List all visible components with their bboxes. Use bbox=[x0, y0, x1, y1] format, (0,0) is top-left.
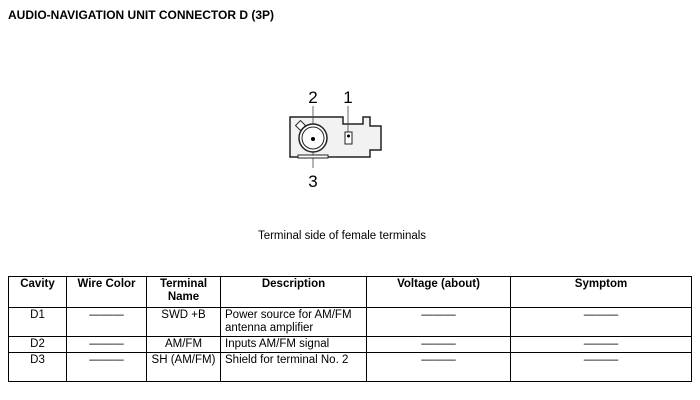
header-symptom: Symptom bbox=[510, 276, 692, 308]
terminal-label-1: 1 bbox=[343, 88, 352, 107]
cell-wire: ——— bbox=[66, 352, 147, 382]
table-header-row: Cavity Wire Color Terminal Name Descript… bbox=[8, 276, 692, 308]
header-terminal-name: Terminal Name bbox=[146, 276, 221, 308]
header-voltage: Voltage (about) bbox=[366, 276, 511, 308]
header-description: Description bbox=[220, 276, 367, 308]
cell-symptom: ——— bbox=[510, 352, 692, 382]
terminal-label-2: 2 bbox=[308, 88, 317, 107]
cell-voltage: ——— bbox=[366, 336, 511, 353]
diagram-caption: Terminal side of female terminals bbox=[257, 230, 427, 242]
cell-cavity: D2 bbox=[8, 336, 67, 353]
cell-description: Inputs AM/FM signal bbox=[220, 336, 367, 353]
terminal-1 bbox=[344, 131, 353, 145]
header-cavity: Cavity bbox=[8, 276, 67, 308]
cell-description: Power source for AM/FM antenna amplifier bbox=[220, 307, 367, 337]
table-row: D2 ——— AM/FM Inputs AM/FM signal ——— ——— bbox=[8, 336, 692, 353]
connector-diagram: 2 1 3 bbox=[289, 88, 382, 190]
cell-wire: ——— bbox=[66, 336, 147, 353]
cell-terminal: SH (AM/FM) bbox=[146, 352, 221, 382]
cell-description: Shield for terminal No. 2 bbox=[220, 352, 367, 382]
cell-wire: ——— bbox=[66, 307, 147, 337]
cell-symptom: ——— bbox=[510, 336, 692, 353]
cell-voltage: ——— bbox=[366, 352, 511, 382]
table-row: D3 ——— SH (AM/FM) Shield for terminal No… bbox=[8, 352, 692, 382]
cell-cavity: D1 bbox=[8, 307, 67, 337]
cell-terminal: AM/FM bbox=[146, 336, 221, 353]
page-title: AUDIO-NAVIGATION UNIT CONNECTOR D (3P) bbox=[8, 8, 274, 22]
cell-terminal: SWD +B bbox=[146, 307, 221, 337]
header-wire-color: Wire Color bbox=[66, 276, 147, 308]
table-row: D1 ——— SWD +B Power source for AM/FM ant… bbox=[8, 307, 692, 337]
terminal-label-3: 3 bbox=[308, 172, 317, 190]
terminal-table: Cavity Wire Color Terminal Name Descript… bbox=[8, 276, 692, 382]
cell-cavity: D3 bbox=[8, 352, 67, 382]
cell-voltage: ——— bbox=[366, 307, 511, 337]
cell-symptom: ——— bbox=[510, 307, 692, 337]
